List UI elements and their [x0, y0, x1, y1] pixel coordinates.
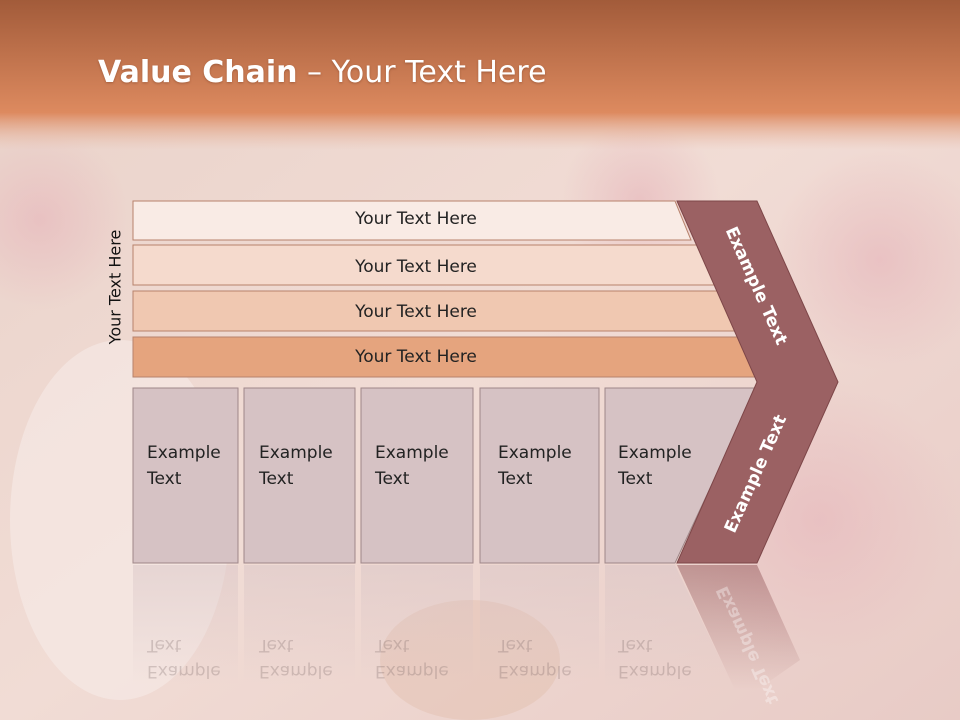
bar-1 [132, 200, 692, 241]
activity-box-1 [132, 387, 239, 564]
bar-3-label: Your Text Here [355, 302, 477, 322]
box-reflection-5 [605, 565, 735, 690]
box-4-refl-line2: Text [498, 635, 533, 655]
box-4-refl-line1: Example [498, 661, 572, 681]
title-bold: Value Chain [98, 55, 298, 90]
box-2-refl-line2: Text [259, 635, 294, 655]
box-reflection-2 [244, 565, 355, 685]
box-2-refl-line1: Example [259, 661, 333, 681]
box-4-reflection-text: Example Text [498, 632, 572, 684]
box-1-line2: Text [147, 469, 182, 489]
title-rest: – Your Text Here [297, 55, 547, 90]
page-title: Value Chain – Your Text Here [98, 55, 547, 90]
bar-2-label: Your Text Here [355, 257, 477, 277]
box-3-line2: Text [375, 469, 410, 489]
box-reflection-3 [361, 565, 473, 685]
activity-box-3 [360, 387, 474, 564]
box-reflection-4 [480, 565, 599, 685]
activity-box-5 [604, 387, 758, 564]
box-5-reflection-text: Example Text [618, 632, 692, 684]
box-5-refl-line1: Example [618, 661, 692, 681]
box-4-line1: Example [498, 443, 572, 463]
box-5-line1: Example [618, 443, 692, 463]
box-reflection-1 [133, 565, 238, 685]
box-4-line2: Text [498, 469, 533, 489]
box-1-refl-line1: Example [147, 661, 221, 681]
activity-box-2 [243, 387, 356, 564]
box-2-reflection-text: Example Text [259, 632, 333, 684]
box-1-line1: Example [147, 443, 221, 463]
box-3-line1: Example [375, 443, 449, 463]
box-3-reflection-text: Example Text [375, 632, 449, 684]
box-5-refl-line2: Text [618, 635, 653, 655]
box-1-refl-line2: Text [147, 635, 182, 655]
box-3-refl-line2: Text [375, 635, 410, 655]
box-2-line1: Example [259, 443, 333, 463]
box-1-reflection-text: Example Text [147, 632, 221, 684]
bar-4-label: Your Text Here [355, 347, 477, 367]
bar-1-label: Your Text Here [355, 209, 477, 229]
box-5-line2: Text [618, 469, 653, 489]
box-3-refl-line1: Example [375, 661, 449, 681]
box-2-line2: Text [259, 469, 294, 489]
margin-chevron [676, 200, 839, 564]
activity-box-4 [479, 387, 600, 564]
chevron-reflection [677, 565, 800, 690]
